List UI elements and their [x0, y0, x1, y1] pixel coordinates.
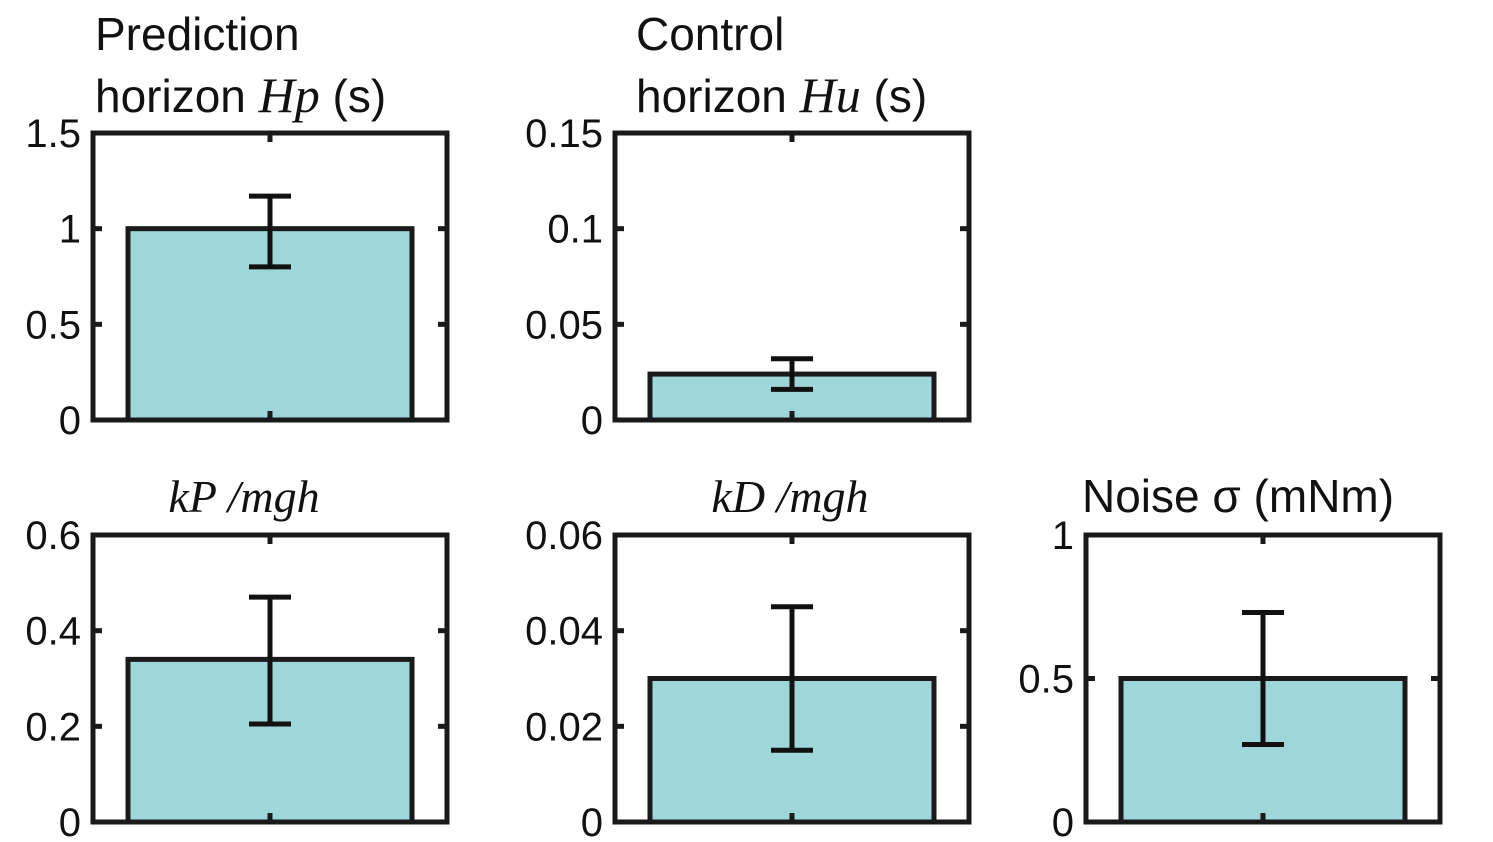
plot-area: 0 0.05 0.1 0.15 [525, 112, 972, 443]
y-tick-label: 0 [1052, 801, 1074, 842]
panel-control-horizon: Control horizon Hu (s) 0 0.05 0.1 0.15 [525, 8, 972, 443]
y-tick-label: 0 [581, 801, 603, 842]
y-tick-label: 0.1 [547, 208, 603, 252]
y-tick-label: 0.04 [525, 610, 603, 654]
bar [1118, 676, 1408, 825]
panel-title-unit: (s) [320, 70, 386, 122]
panel-title-line1: Control [636, 8, 784, 60]
panel-title: kP /mgh [168, 471, 319, 522]
y-tick-label: 0 [59, 801, 81, 842]
plot-area: 0 0.02 0.04 0.06 [525, 514, 972, 842]
y-tick-label: 0.4 [25, 610, 81, 654]
panel-title-line2: horizon Hp (s) [95, 67, 386, 123]
panel-title-prefix: horizon [95, 70, 259, 122]
panel-title-prefix: horizon [636, 70, 800, 122]
bar [125, 656, 415, 825]
y-tick-label: 1.5 [25, 112, 81, 156]
plot-area: 00.51 [1018, 514, 1443, 842]
y-tick-label: 0.05 [525, 303, 603, 347]
plot-area: 0 0.5 1 1.5 [25, 112, 450, 443]
panel-title-unit: (s) [861, 70, 927, 122]
panel-prediction-horizon: Prediction horizon Hp (s) 0 0.5 1 1.5 [25, 8, 450, 443]
panel-kd-mgh: kD /mgh 0 0.02 0.04 0.06 [525, 471, 972, 842]
panel-title-math: Hu [799, 67, 861, 123]
panel-kp-mgh: kP /mgh 0 0.2 0.4 0.6 [25, 471, 450, 842]
panel-title: kD /mgh [711, 471, 868, 522]
y-tick-label: 0 [581, 399, 603, 443]
panel-title-line1: Prediction [95, 8, 300, 60]
y-tick-label: 0 [59, 399, 81, 443]
y-tick-label: 0.5 [25, 303, 81, 347]
y-tick-label: 0.06 [525, 514, 603, 558]
y-tick-label: 0.6 [25, 514, 81, 558]
y-tick-label: 1 [1052, 514, 1074, 558]
y-tick-label: 0.02 [525, 705, 603, 749]
y-tick-label: 0.15 [525, 112, 603, 156]
panel-title-math: Hp [258, 67, 320, 123]
panel-noise-sigma: Noise σ (mNm) 00.51 [1018, 470, 1443, 842]
y-tick-label: 1 [59, 208, 81, 252]
panel-title: Noise σ (mNm) [1082, 470, 1394, 522]
y-tick-label: 0.5 [1018, 658, 1074, 702]
plot-area: 0 0.2 0.4 0.6 [25, 514, 450, 842]
y-tick-label: 0.2 [25, 705, 81, 749]
panel-title-line2: horizon Hu (s) [636, 67, 927, 123]
